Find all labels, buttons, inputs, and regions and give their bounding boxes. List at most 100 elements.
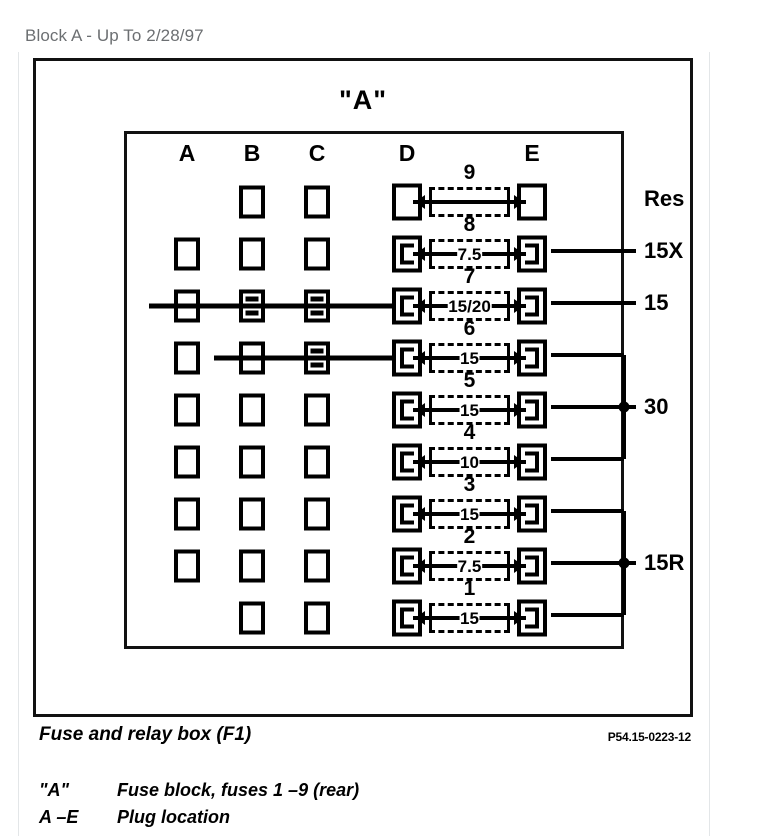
fuse-rating-6: 15 bbox=[459, 349, 480, 369]
terminal-clip bbox=[525, 451, 539, 473]
plug-b-9[interactable] bbox=[239, 185, 265, 219]
plug-contact-top bbox=[310, 296, 324, 302]
arrow-into-e-7 bbox=[514, 299, 524, 313]
terminal-clip bbox=[525, 555, 539, 577]
arrow-into-e-6 bbox=[514, 351, 524, 365]
fuse-rating-4: 10 bbox=[459, 453, 480, 473]
fuse-rating-3: 15 bbox=[459, 505, 480, 525]
plug-a-6[interactable] bbox=[174, 341, 200, 375]
terminal-clip bbox=[525, 347, 539, 369]
rail-label-30: 30 bbox=[644, 394, 669, 419]
arrow-into-d-9 bbox=[415, 195, 425, 209]
plug-contact-bottom bbox=[310, 310, 324, 316]
arrow-into-d-3 bbox=[415, 507, 425, 521]
column-header-a: A bbox=[178, 140, 196, 166]
plug-a-8[interactable] bbox=[174, 237, 200, 271]
rail-label-res: Res bbox=[644, 186, 685, 211]
column-header-b: B bbox=[243, 140, 261, 166]
legend-key: A –E bbox=[39, 807, 79, 827]
plug-contact-bottom bbox=[310, 362, 324, 368]
plug-b-2[interactable] bbox=[239, 549, 265, 583]
plug-c-8[interactable] bbox=[304, 237, 330, 271]
column-header-e: E bbox=[524, 140, 540, 166]
block-title: "A" bbox=[338, 85, 388, 115]
arrow-into-d-2 bbox=[415, 559, 425, 573]
fuse-rating-1: 15 bbox=[459, 609, 480, 629]
fuse-number-3: 3 bbox=[463, 473, 476, 496]
legend-item: A –E Plug location bbox=[39, 807, 679, 828]
terminal-e-7[interactable] bbox=[517, 287, 547, 325]
arrow-into-e-3 bbox=[514, 507, 524, 521]
bracket-stub-1 bbox=[551, 613, 624, 617]
plug-c-5[interactable] bbox=[304, 393, 330, 427]
arrow-into-e-5 bbox=[514, 403, 524, 417]
figure-caption: Fuse and relay box (F1) bbox=[39, 724, 252, 745]
plug-c-4[interactable] bbox=[304, 445, 330, 479]
plug-c-1[interactable] bbox=[304, 601, 330, 635]
figure-part-number: P54.15-0223-12 bbox=[607, 730, 691, 744]
plug-contact-bottom bbox=[245, 310, 259, 316]
rail-label-15x: 15X bbox=[644, 238, 684, 263]
bracket-stub-4 bbox=[551, 457, 624, 461]
fuse-number-2: 2 bbox=[463, 525, 476, 548]
legend-text: Plug location bbox=[117, 807, 231, 827]
plug-c-2[interactable] bbox=[304, 549, 330, 583]
fuse-number-8: 8 bbox=[463, 213, 476, 236]
fuse-number-6: 6 bbox=[463, 317, 476, 340]
terminal-clip bbox=[400, 295, 414, 317]
plug-b-4[interactable] bbox=[239, 445, 265, 479]
arrow-into-d-4 bbox=[415, 455, 425, 469]
fuse-rating-7: 15/20 bbox=[447, 297, 492, 317]
plug-a-2[interactable] bbox=[174, 549, 200, 583]
arrow-into-e-1 bbox=[514, 611, 524, 625]
fuse-number-9: 9 bbox=[463, 161, 476, 184]
bracket-tap-15R bbox=[624, 561, 636, 565]
legend-key: "A" bbox=[39, 780, 70, 800]
plug-b-1[interactable] bbox=[239, 601, 265, 635]
column-header-d: D bbox=[398, 140, 416, 166]
plug-a-3[interactable] bbox=[174, 497, 200, 531]
plug-c-9[interactable] bbox=[304, 185, 330, 219]
arrow-into-e-4 bbox=[514, 455, 524, 469]
plug-b-5[interactable] bbox=[239, 393, 265, 427]
plug-a-4[interactable] bbox=[174, 445, 200, 479]
plug-a-5[interactable] bbox=[174, 393, 200, 427]
fuse-conductor-9 bbox=[413, 200, 526, 204]
rail-wire-15X bbox=[551, 249, 636, 253]
plug-b-8[interactable] bbox=[239, 237, 265, 271]
plug-b-3[interactable] bbox=[239, 497, 265, 531]
fuse-rating-2: 7.5 bbox=[456, 557, 483, 577]
terminal-clip bbox=[525, 243, 539, 265]
bracket-stub-3 bbox=[551, 509, 624, 513]
arrow-into-d-6 bbox=[415, 351, 425, 365]
rail-label-15r: 15R bbox=[644, 550, 685, 575]
plug-c-3[interactable] bbox=[304, 497, 330, 531]
terminal-e-5[interactable] bbox=[517, 391, 547, 429]
figure-caption-row: Fuse and relay box (F1) P54.15-0223-12 bbox=[33, 724, 693, 750]
fuse-rating-8: 7.5 bbox=[456, 245, 483, 265]
busbar-row-7 bbox=[149, 303, 407, 309]
page-title: Block A - Up To 2/28/97 bbox=[25, 26, 204, 45]
terminal-clip bbox=[400, 451, 414, 473]
bracket-stub-6 bbox=[551, 353, 624, 357]
terminal-clip bbox=[525, 295, 539, 317]
plug-contact-top bbox=[245, 296, 259, 302]
fuse-number-4: 4 bbox=[463, 421, 476, 444]
bracket-stub-5 bbox=[551, 405, 624, 409]
arrow-into-e-8 bbox=[514, 247, 524, 261]
column-header-c: C bbox=[308, 140, 326, 166]
arrow-into-d-8 bbox=[415, 247, 425, 261]
terminal-clip bbox=[400, 399, 414, 421]
terminal-clip bbox=[400, 607, 414, 629]
plug-contact-top bbox=[310, 348, 324, 354]
arrow-into-d-5 bbox=[415, 403, 425, 417]
busbar-row-6 bbox=[214, 355, 407, 361]
terminal-d-2[interactable] bbox=[392, 547, 422, 585]
terminal-clip bbox=[525, 503, 539, 525]
fuse-number-5: 5 bbox=[463, 369, 476, 392]
bracket-stub-2 bbox=[551, 561, 624, 565]
